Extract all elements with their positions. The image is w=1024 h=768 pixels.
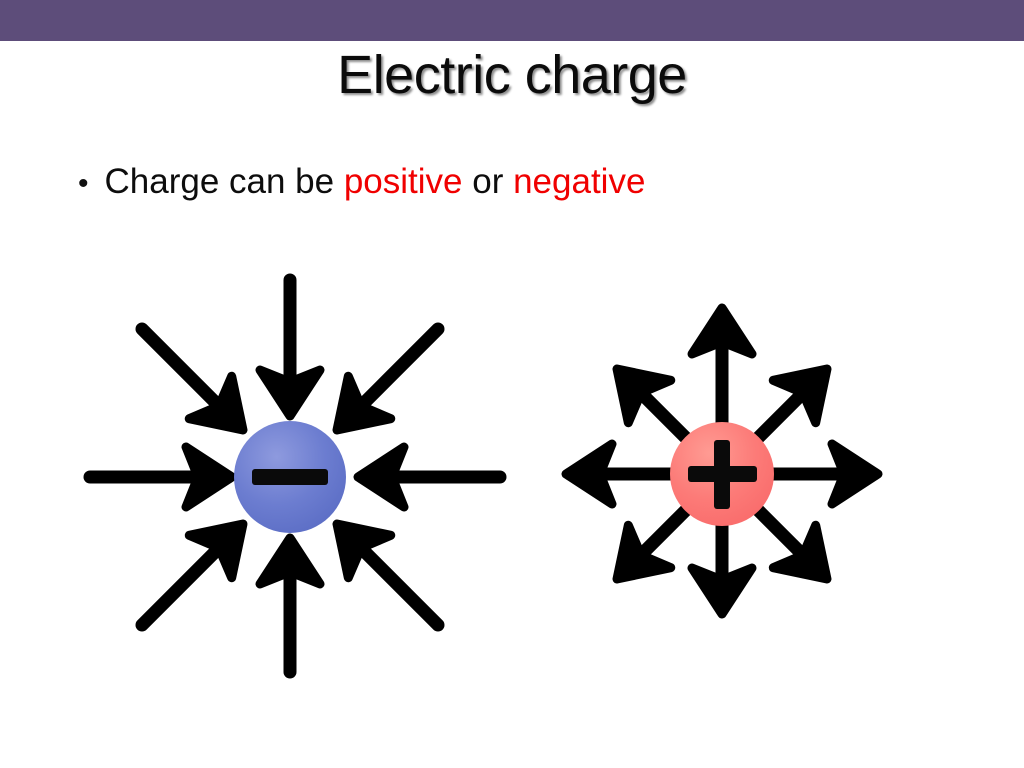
- bullet-text: Charge can be positive or negative: [105, 160, 646, 204]
- field-arrow-w: [83, 447, 232, 507]
- positive-charge-diagram: [512, 262, 942, 682]
- plus-sign-icon: [688, 440, 757, 509]
- bullet-segment-conjunction: or: [462, 162, 514, 201]
- bullet-segment-lead: Charge can be: [104, 162, 344, 201]
- field-arrows-inward: [83, 273, 507, 679]
- bullet-marker-icon: •: [78, 167, 89, 200]
- negative-charge-diagram: [80, 262, 510, 682]
- field-arrow-ne: [316, 322, 445, 451]
- field-arrow-e: [358, 447, 507, 507]
- field-arrow-s: [260, 538, 320, 679]
- bullet-segment-negative: negative: [513, 162, 646, 201]
- bullet-segment-positive: positive: [343, 162, 463, 201]
- field-arrow-sw: [135, 503, 264, 632]
- top-accent-band: [0, 0, 1024, 41]
- field-arrow-se: [316, 503, 445, 632]
- bullet-list-item: • Charge can be positive or negative: [78, 160, 645, 206]
- field-arrow-n: [260, 273, 320, 416]
- negative-charge-figure: [83, 273, 507, 679]
- page-title: Electric charge: [337, 45, 687, 105]
- positive-charge-figure: [512, 262, 942, 682]
- field-arrow-nw: [135, 322, 264, 451]
- minus-sign-icon: [252, 469, 328, 485]
- charge-diagrams: [0, 262, 1024, 682]
